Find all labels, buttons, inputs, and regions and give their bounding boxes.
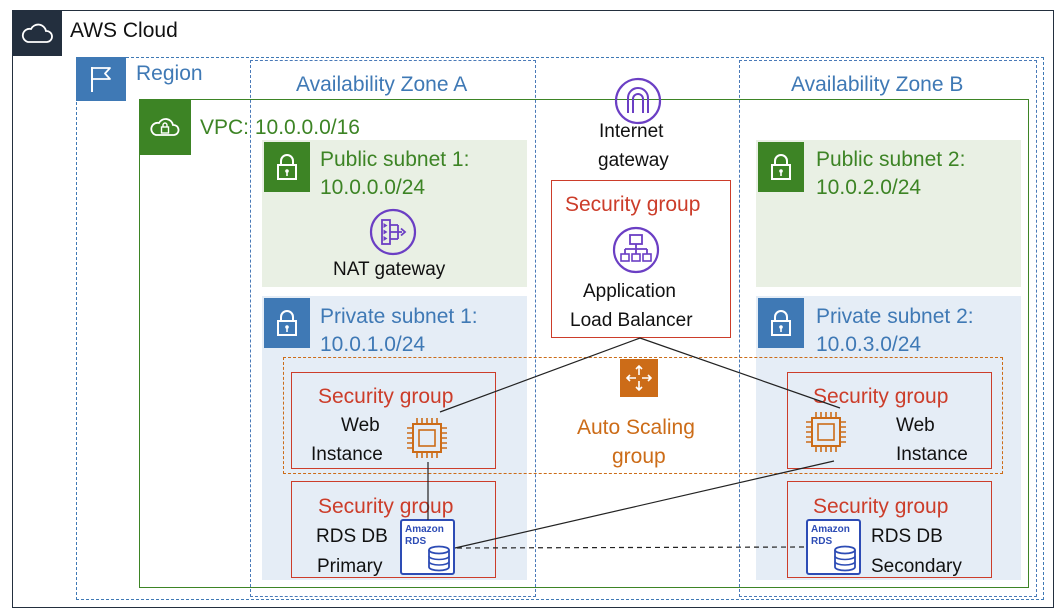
lock-icon bbox=[758, 142, 804, 192]
auto-scaling-label-line2: group bbox=[612, 445, 666, 468]
web-instance-b-label-line2: Instance bbox=[896, 444, 968, 465]
rds-primary-security-group bbox=[291, 481, 496, 578]
web-instance-b-label-line1: Web bbox=[896, 415, 935, 436]
availability-zone-a bbox=[250, 60, 536, 597]
lock-icon bbox=[264, 142, 310, 192]
web-security-group-b bbox=[787, 372, 992, 469]
alb-security-group bbox=[551, 180, 731, 338]
public-subnet-1-label: Public subnet 1: bbox=[320, 148, 470, 171]
vpc-label: VPC: 10.0.0.0/16 bbox=[200, 116, 360, 139]
availability-zone-b-label: Availability Zone B bbox=[791, 73, 964, 96]
ec2-instance-icon bbox=[801, 407, 851, 457]
rds-primary-security-group-label: Security group bbox=[318, 495, 454, 518]
alb-security-group-label: Security group bbox=[565, 193, 701, 216]
alb-label-line1: Application bbox=[583, 281, 676, 302]
auto-scaling-group bbox=[283, 357, 1003, 474]
connector-alb-to-web-b bbox=[639, 337, 841, 409]
internet-gateway-label-line2: gateway bbox=[598, 150, 669, 171]
lock-icon bbox=[264, 298, 310, 348]
private-subnet-1-label: Private subnet 1: bbox=[320, 305, 478, 328]
region-label: Region bbox=[136, 62, 203, 85]
availability-zone-b bbox=[739, 60, 1037, 597]
aws-cloud-label: AWS Cloud bbox=[70, 19, 178, 42]
web-instance-a-label-line2: Instance bbox=[311, 444, 383, 465]
alb-label-line2: Load Balancer bbox=[570, 310, 693, 331]
public-subnet-1-cidr: 10.0.0.0/24 bbox=[320, 176, 426, 199]
cloud-icon bbox=[12, 10, 62, 56]
rds-primary-label-line2: Primary bbox=[317, 556, 383, 577]
nat-gateway-label: NAT gateway bbox=[333, 259, 446, 280]
region-group bbox=[76, 57, 1044, 600]
nat-gateway-icon bbox=[368, 207, 418, 257]
vpc-cloud-icon bbox=[139, 99, 191, 155]
internet-gateway-icon bbox=[613, 76, 663, 126]
ec2-instance-icon bbox=[402, 413, 452, 463]
rds-secondary-label-line1: RDS DB bbox=[871, 526, 943, 547]
public-subnet-2-cidr: 10.0.2.0/24 bbox=[816, 176, 922, 199]
lock-icon bbox=[758, 298, 804, 348]
aws-cloud-group bbox=[12, 10, 1054, 608]
private-subnet-1-cidr: 10.0.1.0/24 bbox=[320, 333, 426, 356]
connector-web-b-to-rds-primary bbox=[454, 460, 835, 549]
web-security-group-b-label: Security group bbox=[813, 385, 949, 408]
flag-icon bbox=[76, 57, 126, 101]
vpc-group bbox=[139, 99, 1029, 588]
public-subnet-2-label: Public subnet 2: bbox=[816, 148, 966, 171]
web-security-group-a-label: Security group bbox=[318, 385, 454, 408]
connector-rds-replication bbox=[456, 546, 807, 549]
rds-secondary-label-line2: Secondary bbox=[871, 556, 962, 577]
private-subnet-2-label: Private subnet 2: bbox=[816, 305, 974, 328]
connector-alb-to-web-a bbox=[439, 337, 641, 413]
auto-scaling-label-line1: Auto Scaling bbox=[577, 416, 695, 439]
web-instance-a-label-line1: Web bbox=[341, 415, 380, 436]
auto-scaling-icon bbox=[620, 359, 658, 397]
availability-zone-a-label: Availability Zone A bbox=[296, 73, 468, 96]
rds-primary-label-line1: RDS DB bbox=[316, 526, 388, 547]
internet-gateway-label-line1: Internet bbox=[599, 121, 664, 142]
rds-secondary-security-group-label: Security group bbox=[813, 495, 949, 518]
load-balancer-icon bbox=[611, 225, 661, 275]
web-security-group-a bbox=[291, 372, 496, 469]
rds-secondary-security-group bbox=[787, 481, 992, 578]
private-subnet-2-cidr: 10.0.3.0/24 bbox=[816, 333, 922, 356]
amazon-rds-icon: Amazon RDS bbox=[806, 519, 861, 575]
